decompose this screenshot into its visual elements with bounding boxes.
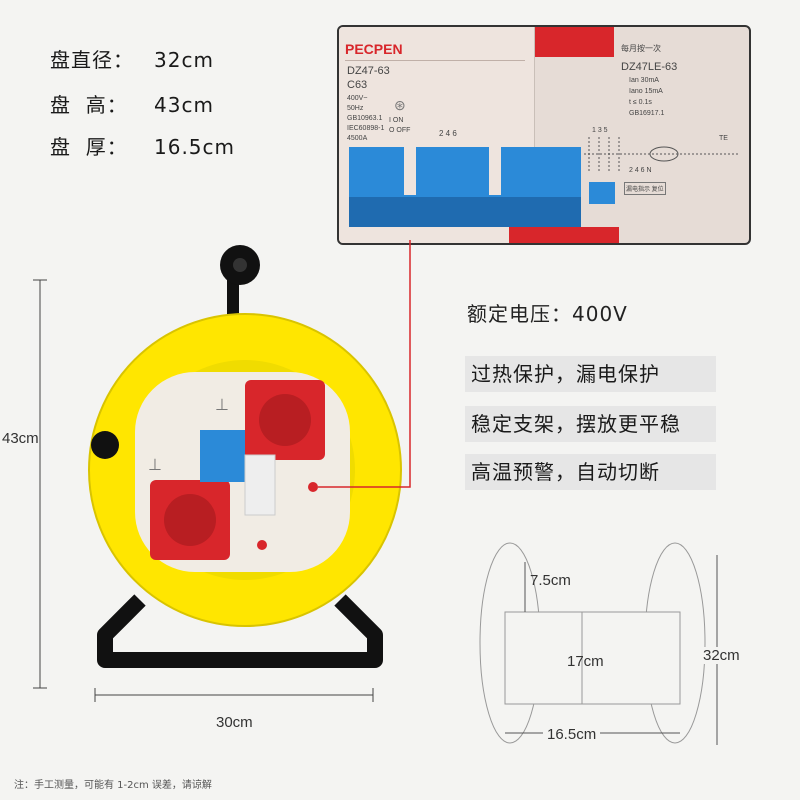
breaker-rspec-2: t ≤ 0.1s bbox=[629, 99, 652, 106]
breaker-rspec-1: Iano 15mA bbox=[629, 88, 663, 95]
callout-line bbox=[318, 240, 411, 488]
rated-voltage: 额定电压：400V bbox=[467, 298, 628, 327]
rated-voltage-value: 400V bbox=[572, 302, 628, 326]
core-dimension: 7.5cm bbox=[530, 572, 571, 589]
height-dimension: 43cm bbox=[2, 430, 39, 447]
test-button bbox=[589, 182, 615, 204]
feature-1: 稳定支架，摆放更平稳 bbox=[465, 406, 716, 442]
terminals-bottom: 2 4 6 N bbox=[629, 167, 652, 174]
reel-crank-knob bbox=[91, 431, 119, 459]
height-dimension-line bbox=[33, 279, 47, 689]
breaker-spec-3: IEC60898-1 bbox=[347, 125, 385, 132]
breaker-spec-1: 50Hz bbox=[347, 105, 364, 112]
feature-2: 高温预警，自动切断 bbox=[465, 454, 716, 490]
outlet-icon: ⊥ bbox=[215, 397, 229, 414]
terminals-left: 2 4 6 bbox=[439, 129, 457, 138]
breaker-model-left: DZ47-63 bbox=[347, 65, 390, 77]
breaker-rspec-0: Ian 30mA bbox=[629, 77, 659, 84]
breaker-right-header: 每月按一次 bbox=[621, 44, 661, 53]
spec-diameter: 盘直径： 32cm bbox=[50, 44, 214, 73]
width-dimension-line bbox=[94, 688, 374, 702]
feature-0: 过热保护，漏电保护 bbox=[465, 356, 716, 392]
breaker-bottom-tab bbox=[509, 227, 619, 243]
breaker-rspec-3: GB16917.1 bbox=[629, 110, 665, 117]
leak-indicator-label: 漏电指示 复位 bbox=[624, 182, 666, 195]
spec-height-label: 盘 高： bbox=[50, 93, 128, 117]
breaker-spec-0: 400V~ bbox=[347, 95, 368, 102]
thickness-dimension: 16.5cm bbox=[543, 726, 601, 743]
reel-stand bbox=[97, 594, 383, 668]
indicator-light bbox=[308, 482, 318, 492]
breaker-model-right: DZ47LE-63 bbox=[621, 61, 678, 73]
footnote: 注：手工测量，可能有 1-2cm 误差，请谅解 bbox=[14, 780, 212, 791]
reel-breaker bbox=[200, 430, 245, 482]
toggle-gap-2 bbox=[489, 145, 501, 195]
test-label: TE bbox=[719, 135, 728, 142]
terminals-top: 1 3 5 bbox=[592, 127, 608, 134]
brand-divider bbox=[345, 60, 525, 61]
width-dimension: 30cm bbox=[216, 714, 253, 731]
breaker-spec-2: GB10963.1 bbox=[347, 115, 383, 122]
spec-diameter-value: 32cm bbox=[154, 48, 214, 72]
breaker-brand: PECPEN bbox=[345, 41, 403, 57]
breaker-spec-4: 4500A bbox=[347, 135, 368, 142]
breaker-toggle-base bbox=[349, 197, 581, 227]
wiring-diagram bbox=[584, 137, 739, 172]
spec-thickness: 盘 厚： 16.5cm bbox=[50, 131, 235, 160]
switch-off-label: O OFF bbox=[389, 127, 411, 134]
spec-height-value: 43cm bbox=[154, 93, 214, 117]
switch-on-label: I ON bbox=[389, 117, 404, 124]
rated-voltage-label: 额定电压： bbox=[467, 302, 572, 326]
breaker-closeup: PECPEN DZ47-63 C63 400V~ 50Hz GB10963.1 … bbox=[337, 25, 751, 245]
cable-reel-illustration: ⊥ ⊥ bbox=[33, 240, 411, 702]
breaker-rating-left: C63 bbox=[347, 79, 368, 91]
reel-drum bbox=[504, 611, 681, 705]
spec-thickness-label: 盘 厚： bbox=[50, 135, 128, 159]
toggle-gap-1 bbox=[404, 145, 416, 195]
spec-thickness-value: 16.5cm bbox=[154, 135, 236, 159]
spec-height: 盘 高： 43cm bbox=[50, 89, 214, 118]
inner-dimension: 17cm bbox=[567, 653, 604, 670]
diameter-dimension: 32cm bbox=[703, 647, 740, 664]
spec-diameter-label: 盘直径： bbox=[50, 48, 134, 72]
outlet-icon-2: ⊥ bbox=[148, 457, 162, 474]
ccc-mark-icon: ⊛ bbox=[394, 97, 406, 113]
reel-profile-diagram bbox=[479, 542, 718, 745]
